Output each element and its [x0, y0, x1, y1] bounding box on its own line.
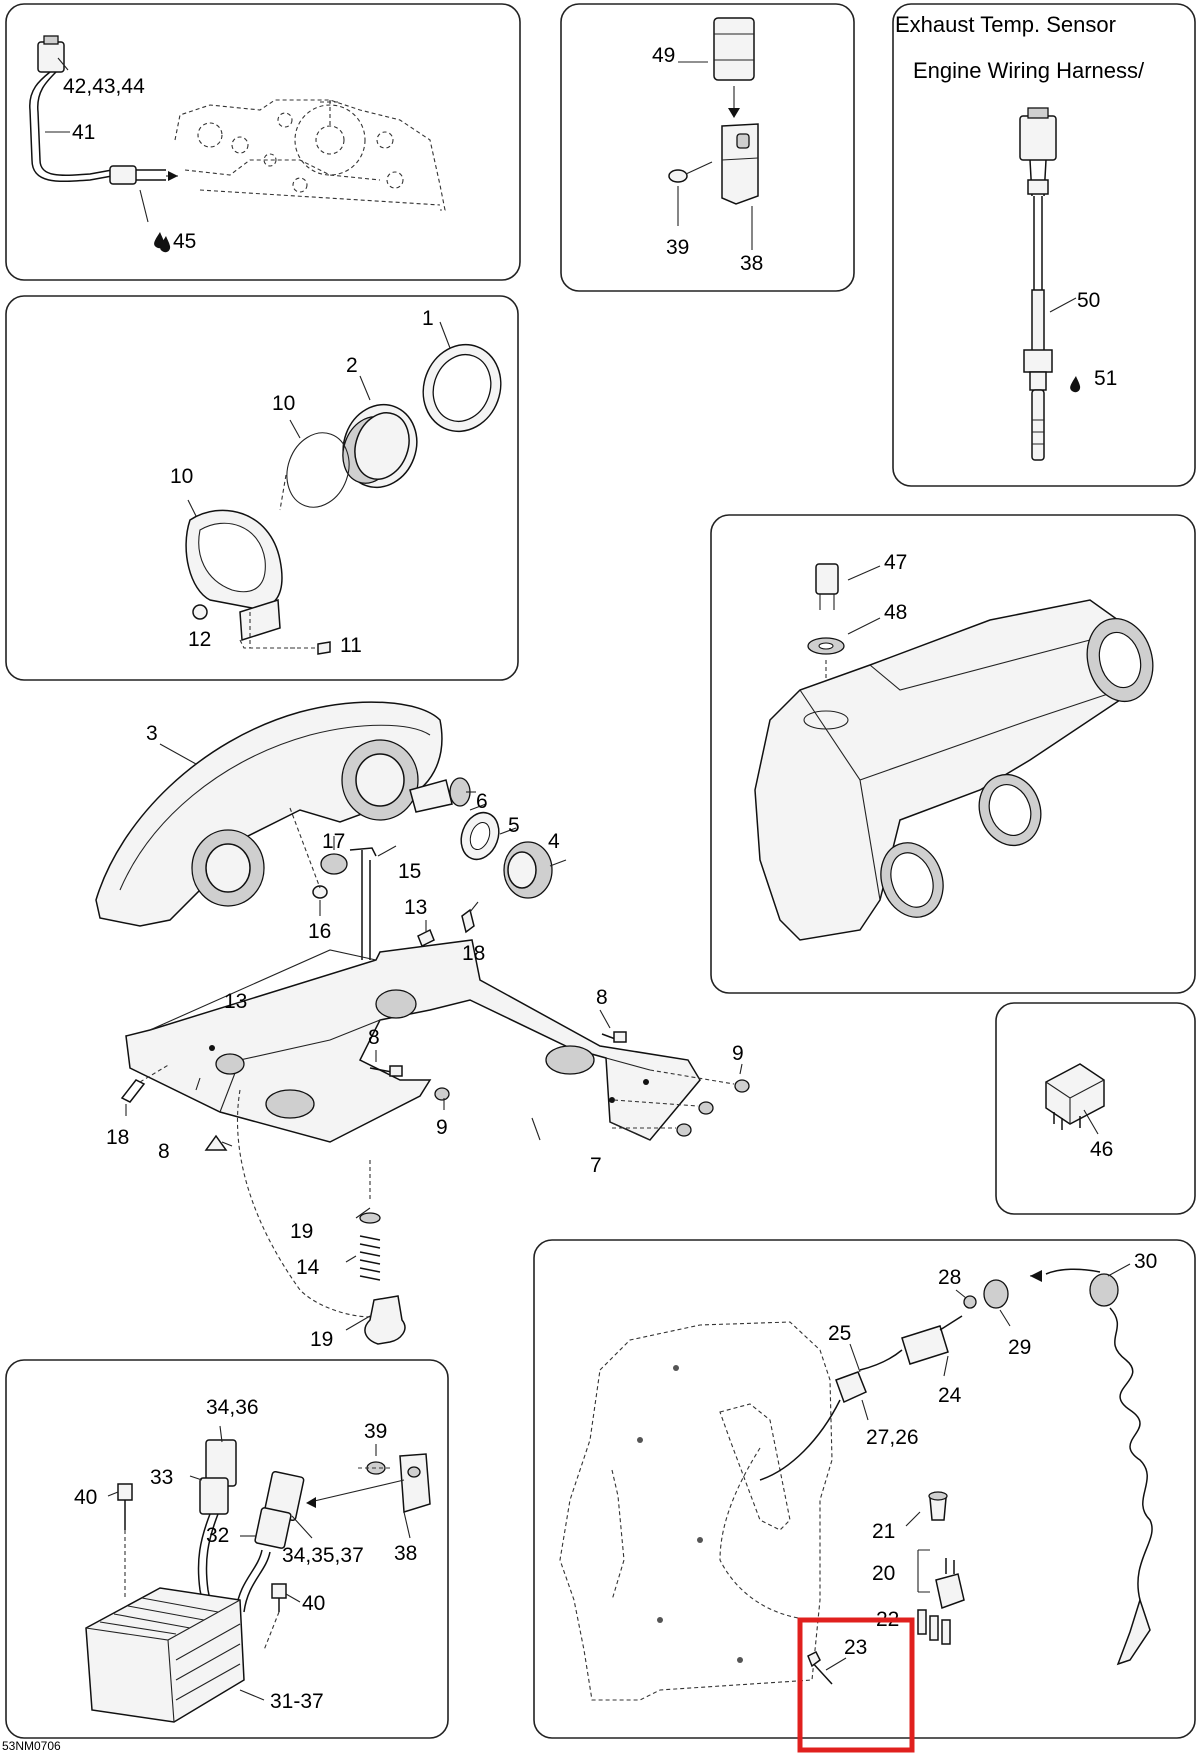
- label-41: 41: [72, 121, 95, 144]
- drawing-code: 53NM0706: [2, 1739, 61, 1753]
- label-51: 51: [1094, 367, 1117, 390]
- label-47: 47: [884, 551, 907, 574]
- label-19-top: 19: [290, 1220, 313, 1243]
- label-24: 24: [938, 1384, 962, 1407]
- label-33: 33: [150, 1466, 173, 1489]
- label-8-right: 8: [596, 986, 608, 1009]
- label-17: 17: [322, 830, 345, 853]
- label-18-bottom: 18: [106, 1126, 129, 1149]
- label-23: 23: [844, 1636, 867, 1659]
- panel-relay: [995, 1002, 1196, 1215]
- label-6: 6: [476, 790, 488, 813]
- label-29: 29: [1008, 1336, 1031, 1359]
- oil-drop-icon: [160, 236, 171, 253]
- panel-exhaust-sensor: [892, 3, 1196, 487]
- label-10-a: 10: [272, 392, 295, 415]
- label-19-bottom: 19: [310, 1328, 333, 1351]
- label-28: 28: [938, 1266, 961, 1289]
- label-12: 12: [188, 628, 211, 651]
- label-13-top: 13: [404, 896, 427, 919]
- label-3: 3: [146, 722, 158, 745]
- label-10-b: 10: [170, 465, 193, 488]
- label-45: 45: [173, 230, 196, 253]
- label-13-bottom: 13: [224, 990, 247, 1013]
- label-48: 48: [884, 601, 907, 624]
- label-7: 7: [590, 1154, 602, 1177]
- label-49: 49: [652, 44, 675, 67]
- label-20: 20: [872, 1562, 895, 1585]
- label-40-top: 40: [74, 1486, 97, 1509]
- label-30: 30: [1134, 1250, 1157, 1273]
- label-5: 5: [508, 814, 520, 837]
- label-16: 16: [308, 920, 331, 943]
- panel-oxygen-sensor: [5, 3, 521, 281]
- label-14: 14: [296, 1256, 320, 1279]
- label-9-right: 9: [732, 1042, 744, 1065]
- label-34-36: 34,36: [206, 1396, 259, 1419]
- panel-airbox: [710, 514, 1196, 994]
- label-27-26: 27,26: [866, 1426, 919, 1449]
- label-15: 15: [398, 860, 421, 883]
- highlight-box-part-23: [797, 1617, 915, 1753]
- sensor-title-line2: Engine Wiring Harness/: [913, 58, 1145, 83]
- sensor-title-line1: Exhaust Temp. Sensor: [895, 12, 1116, 37]
- label-50: 50: [1077, 289, 1100, 312]
- label-9-left: 9: [436, 1116, 448, 1139]
- panel-voltage-regulator: [5, 1359, 449, 1739]
- panel-tether-switch: [533, 1239, 1196, 1739]
- label-39-bottom: 39: [364, 1420, 387, 1443]
- label-40-bottom: 40: [302, 1592, 325, 1615]
- label-21: 21: [872, 1520, 895, 1543]
- label-8-middle: 8: [368, 1026, 380, 1049]
- label-39-top: 39: [666, 236, 689, 259]
- panel-connector-bracket: [560, 3, 855, 292]
- label-46: 46: [1090, 1138, 1113, 1161]
- label-18-top: 18: [462, 942, 485, 965]
- label-11: 11: [340, 634, 362, 657]
- label-2: 2: [346, 354, 358, 377]
- label-34-35-37: 34,35,37: [282, 1544, 364, 1567]
- label-42: 42,43,44: [63, 75, 145, 98]
- label-8-bottom: 8: [158, 1140, 170, 1163]
- headlight-assembly: [95, 701, 750, 1345]
- label-4: 4: [548, 830, 560, 853]
- label-31-37: 31-37: [270, 1690, 324, 1713]
- label-32: 32: [206, 1524, 229, 1547]
- label-25: 25: [828, 1322, 851, 1345]
- label-38-top: 38: [740, 252, 763, 275]
- label-38-bottom: 38: [394, 1542, 417, 1565]
- panel-light-housing: [5, 295, 519, 681]
- label-1: 1: [422, 307, 434, 330]
